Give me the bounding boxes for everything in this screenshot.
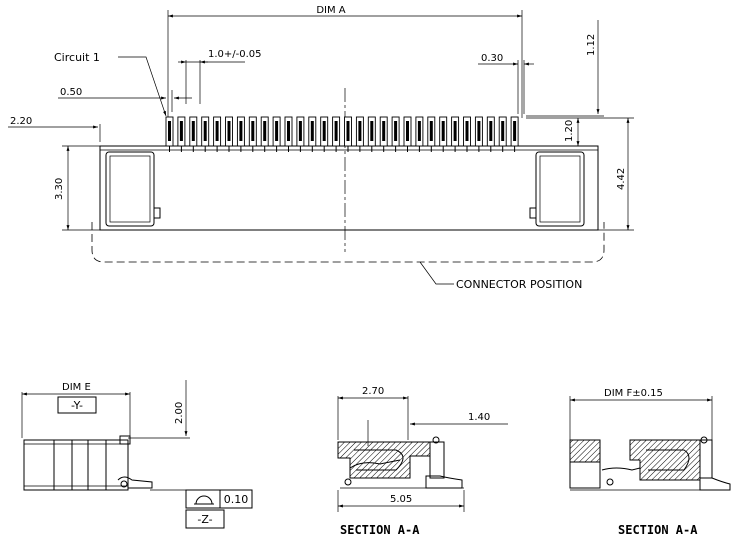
datum-y-label: -Y- (71, 399, 83, 412)
contact-pin-core (179, 121, 183, 141)
contact-pin-core (358, 121, 362, 141)
top-view: DIM A 1.0+/-0.05 0.30 Circuit 1 0.50 2.2… (8, 5, 634, 291)
circuit-1-label: Circuit 1 (54, 51, 100, 64)
contact-pin-core (203, 121, 207, 141)
contact-pins (165, 116, 519, 152)
contact-pin-core (406, 121, 409, 141)
dim-f-label: DIM F±0.15 (604, 388, 663, 399)
contact-pin-core (370, 121, 374, 141)
contact-pin-core (322, 121, 326, 141)
total-height-label: 4.42 (616, 168, 627, 190)
dim-505-label: 5.05 (390, 494, 412, 505)
pitch-tol-label: 1.0+/-0.05 (208, 49, 262, 60)
contact-pin-core (513, 121, 517, 141)
contact-pin-core (334, 121, 338, 141)
contact-pin-core (239, 121, 243, 141)
side-view: DIM E -Y- 2.00 0.10 -Z- (21, 380, 253, 529)
section-2: DIM F±0.15 SECTION A-A (569, 388, 731, 537)
contact-pin-core (191, 121, 195, 141)
height-200-label: 2.00 (174, 402, 185, 424)
dim-a-label: DIM A (316, 5, 345, 16)
contact-pin-core (251, 121, 255, 141)
contact-pin-core (287, 121, 290, 141)
height-left-label: 3.30 (54, 178, 65, 200)
contact-pin-core (215, 121, 219, 141)
contact-pin-core (382, 121, 386, 141)
pitch-label: 0.50 (60, 87, 82, 98)
contact-pin-core (394, 121, 398, 141)
section-2-title: SECTION A-A (618, 523, 698, 537)
contact-pin-core (477, 121, 481, 141)
contact-pin-core (310, 121, 314, 141)
dim-270-label: 2.70 (362, 386, 384, 397)
contact-pin-core (346, 121, 350, 141)
dim-e-label: DIM E (62, 382, 91, 393)
section-1-title: SECTION A-A (340, 523, 420, 537)
contact-pin-core (417, 121, 421, 141)
contact-pin-core (275, 121, 279, 141)
contact-pin-core (429, 121, 433, 141)
offset-label: 2.20 (10, 116, 32, 127)
contact-pin-core (263, 121, 267, 141)
section-1: 2.70 1.40 5.05 SECTION A-A (337, 386, 508, 537)
contact-pin-core (168, 121, 171, 141)
dim-140-label: 1.40 (468, 412, 490, 423)
contact-pin-core (453, 121, 457, 141)
contact-pin-core (441, 121, 445, 141)
contact-pin-core (465, 121, 469, 141)
datum-z-label: -Z- (197, 513, 212, 526)
contact-pin-core (489, 121, 493, 141)
contact-pin-core (501, 121, 505, 141)
depth-label: 1.20 (564, 120, 575, 142)
pin-height-label: 1.12 (586, 34, 597, 56)
pin-width-label: 0.30 (481, 53, 503, 64)
contact-pin-core (227, 121, 231, 141)
connector-position-label: CONNECTOR POSITION (456, 278, 582, 291)
flatness-label: 0.10 (224, 493, 249, 506)
contact-pin-core (298, 121, 302, 141)
